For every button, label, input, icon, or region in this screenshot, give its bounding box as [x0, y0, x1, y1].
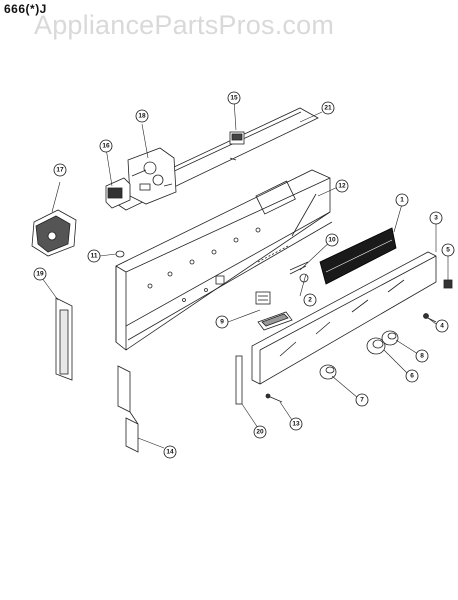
callout-17: 17	[56, 167, 64, 174]
part-13-screw	[265, 393, 283, 403]
callout-9: 9	[220, 319, 224, 326]
model-number: 666(*)J	[4, 2, 47, 16]
callout-10: 10	[328, 237, 336, 244]
part-9-switch	[255, 291, 271, 305]
part-19-side-trim	[55, 297, 73, 381]
callout-2: 2	[308, 297, 312, 304]
backguard-panel	[115, 169, 333, 351]
callout-7: 7	[360, 397, 364, 404]
part-2-lens	[257, 311, 293, 331]
callout-circles	[33, 91, 455, 459]
callout-4: 4	[440, 323, 444, 330]
part-15-switch	[229, 131, 245, 145]
knob-8	[381, 330, 399, 346]
part-17-control-box	[31, 209, 77, 257]
part-12-lamp	[291, 193, 317, 237]
part-11-clip	[115, 250, 125, 258]
part-10-harness	[289, 261, 309, 283]
part-14-bracket	[117, 365, 139, 453]
callout-numbers: 1 2 3 4 5 6 7 8 9 10 11 12 13 14 15 16 1…	[36, 95, 450, 456]
callout-18: 18	[138, 113, 146, 120]
callout-21: 21	[324, 105, 332, 112]
callout-8: 8	[420, 353, 424, 360]
part-18-timer	[127, 147, 177, 205]
part-3-control-panel	[251, 251, 437, 385]
callout-14: 14	[166, 449, 174, 456]
knob-6	[366, 337, 386, 355]
watermark: AppliancePartsPros.com	[34, 10, 335, 40]
callout-15: 15	[230, 95, 238, 102]
callout-20: 20	[256, 429, 264, 436]
part-20-strip	[235, 355, 243, 405]
knob-7	[319, 364, 337, 380]
part-5-screw	[443, 279, 453, 289]
part-4-screw	[423, 313, 437, 323]
callout-11: 11	[91, 253, 98, 260]
callout-19: 19	[36, 271, 44, 278]
callout-1: 1	[400, 197, 404, 204]
callout-16: 16	[102, 143, 110, 150]
callout-5: 5	[446, 247, 450, 254]
callout-3: 3	[434, 215, 438, 222]
callout-12: 12	[338, 183, 346, 190]
callout-13: 13	[292, 421, 300, 428]
callout-6: 6	[410, 373, 414, 380]
part-1-terminal-block	[319, 227, 397, 285]
